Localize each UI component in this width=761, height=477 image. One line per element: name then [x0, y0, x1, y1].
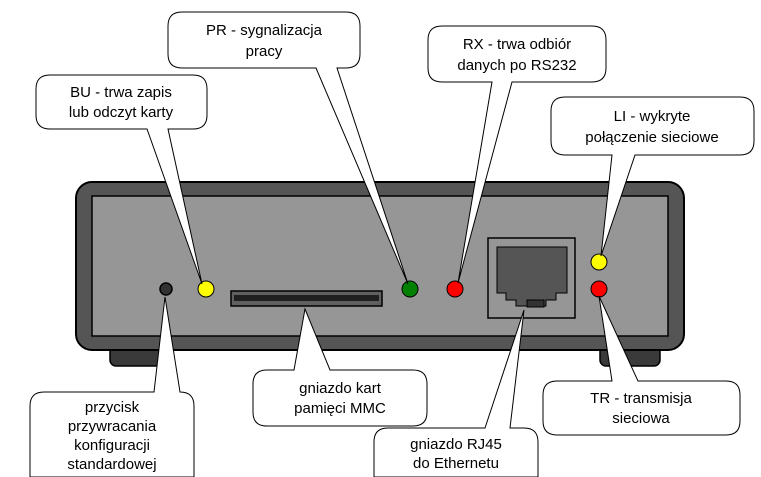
led-bu: [197, 280, 215, 298]
mmc-slot-inner: [234, 295, 379, 301]
callout-li-line1: LI - wykryte: [614, 108, 691, 125]
callout-mmc-line1: gniazdo kart: [299, 380, 382, 397]
callout-rj45-line2: do Ethernetu: [413, 455, 499, 472]
callout-li-bubble: [550, 96, 755, 257]
callout-rx-line2: danych po RS232: [457, 57, 576, 74]
callout-reset-line1: przycisk: [85, 399, 140, 416]
callout-reset-line2: przywracania: [68, 418, 157, 435]
callout-pr-line2: pracy: [246, 43, 283, 60]
led-pr: [401, 280, 419, 298]
callout-pr-bubble: [167, 11, 409, 285]
callout-rx-line1: RX - trwa odbiór: [463, 36, 571, 53]
callout-bu-bubble: [35, 74, 208, 285]
callout-bu-line2: lub odczyt karty: [69, 104, 174, 121]
led-tr: [590, 280, 608, 298]
reset-button: [159, 282, 173, 296]
panel-components: [159, 237, 608, 319]
callout-tr-bubble: [542, 295, 741, 436]
callout-rj45-line1: gniazdo RJ45: [410, 436, 502, 453]
callout-reset-line4: standardowej: [67, 456, 156, 473]
callout-tr-line1: TR - transmisja: [590, 390, 692, 407]
callout-mmc-line2: pamięci MMC: [294, 400, 386, 417]
rj45-socket: [496, 246, 568, 307]
rj45-clip: [526, 299, 545, 308]
callout-mmc-bubble: [252, 307, 428, 427]
callout-rx-bubble: [427, 25, 607, 284]
callout-pr-line1: PR - sygnalizacja: [206, 22, 323, 39]
callout-bu-line1: BU - trwa zapis: [70, 84, 172, 101]
callout-tr-line2: sieciowa: [612, 410, 670, 427]
callout-reset-bubble: [29, 296, 195, 477]
callout-rj45-bubble: [373, 309, 539, 477]
callout-reset-line3: konfiguracji: [74, 437, 150, 454]
led-rx: [446, 280, 464, 298]
callout-li-line2: połączenie sieciowe: [585, 129, 718, 146]
led-li: [590, 253, 608, 271]
